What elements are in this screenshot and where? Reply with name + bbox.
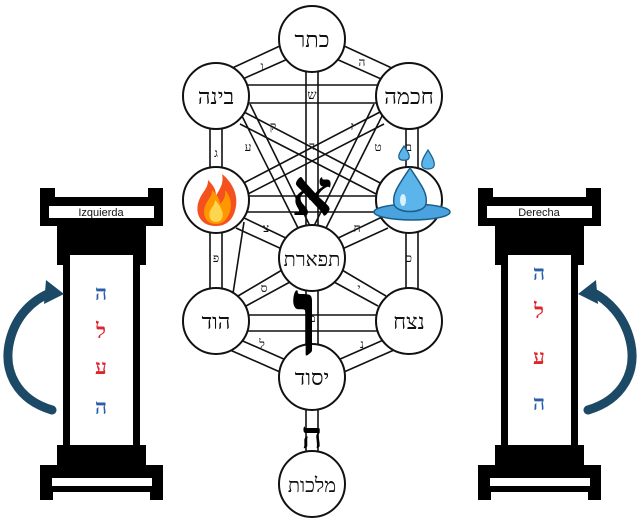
path-letter: צ bbox=[263, 221, 269, 235]
water-drop-icon bbox=[373, 144, 451, 221]
sefira-tiferet: תפארת bbox=[278, 224, 346, 292]
sefira-malkhut: מלכות bbox=[278, 450, 346, 518]
path-letter: ט bbox=[374, 140, 381, 154]
right-column-label: Derecha bbox=[518, 207, 560, 219]
left-column: Izquierda ה ל ע ה bbox=[40, 188, 163, 500]
sefira-chokhmah: חכמה bbox=[375, 62, 443, 130]
path-letter: נ bbox=[360, 337, 364, 351]
path-letter: מ bbox=[308, 311, 315, 325]
path-letter: כ bbox=[406, 251, 412, 265]
left-column-label: Izquierda bbox=[78, 207, 124, 219]
path-letter: ג bbox=[214, 146, 218, 160]
keter-label: כתר bbox=[295, 28, 330, 53]
sefira-netzach: נצח bbox=[375, 287, 443, 355]
hod-label: הוד bbox=[202, 310, 231, 335]
chokhmah-label: חכמה bbox=[384, 85, 433, 110]
left-letter-1: ה bbox=[95, 280, 107, 305]
sefira-hod: הוד bbox=[182, 287, 250, 355]
malkhut-label: מלכות bbox=[288, 473, 336, 497]
right-letter-1: ה bbox=[533, 260, 545, 285]
path-letter: ח bbox=[353, 221, 360, 235]
sefira-keter: כתר bbox=[278, 5, 346, 73]
binah-label: בינה bbox=[198, 85, 234, 110]
path-letter: ד bbox=[309, 139, 315, 153]
right-letter-2: ל bbox=[533, 298, 544, 323]
yesod-label: יסוד bbox=[295, 366, 330, 391]
path-letter: ב bbox=[406, 140, 412, 154]
right-column: Derecha ה ל ע ה bbox=[478, 188, 601, 500]
path-letter: ס bbox=[261, 281, 268, 295]
right-letter-4: ה bbox=[533, 390, 545, 415]
sefira-binah: בינה bbox=[182, 62, 250, 130]
left-curved-arrow-icon bbox=[3, 280, 64, 415]
path-letter: א bbox=[308, 189, 315, 203]
overlay-letters: א ו ה bbox=[291, 156, 332, 457]
path-letter: ש bbox=[307, 88, 317, 103]
path-letters: ו ה ש ג ק ע ד ז ב ט א צ ח פ כ ס י מ ל נ bbox=[213, 55, 412, 351]
path-letter: פ bbox=[213, 251, 219, 265]
right-letter-3: ע bbox=[533, 344, 545, 369]
path-letter: ו bbox=[260, 59, 263, 73]
fire-icon bbox=[197, 174, 237, 226]
left-letter-3: ע bbox=[95, 354, 107, 379]
path-letter: ז bbox=[350, 119, 353, 133]
path-letter: ל bbox=[258, 337, 265, 351]
path-letter: ק bbox=[270, 119, 276, 133]
he-small: ה bbox=[302, 415, 323, 457]
netzach-label: נצח bbox=[393, 310, 425, 335]
right-curved-arrow-icon bbox=[578, 280, 637, 415]
tiferet-label: תפארת bbox=[284, 247, 341, 271]
path-letter: ע bbox=[245, 140, 252, 154]
path-letter: ה bbox=[359, 55, 366, 69]
sefira-yesod: יסוד bbox=[278, 343, 346, 411]
vav-large: ו bbox=[292, 252, 320, 381]
alef-large: א bbox=[291, 156, 332, 231]
path-letter: י bbox=[357, 281, 360, 295]
left-letter-2: ל bbox=[95, 318, 106, 343]
left-letter-4: ה bbox=[95, 394, 107, 419]
